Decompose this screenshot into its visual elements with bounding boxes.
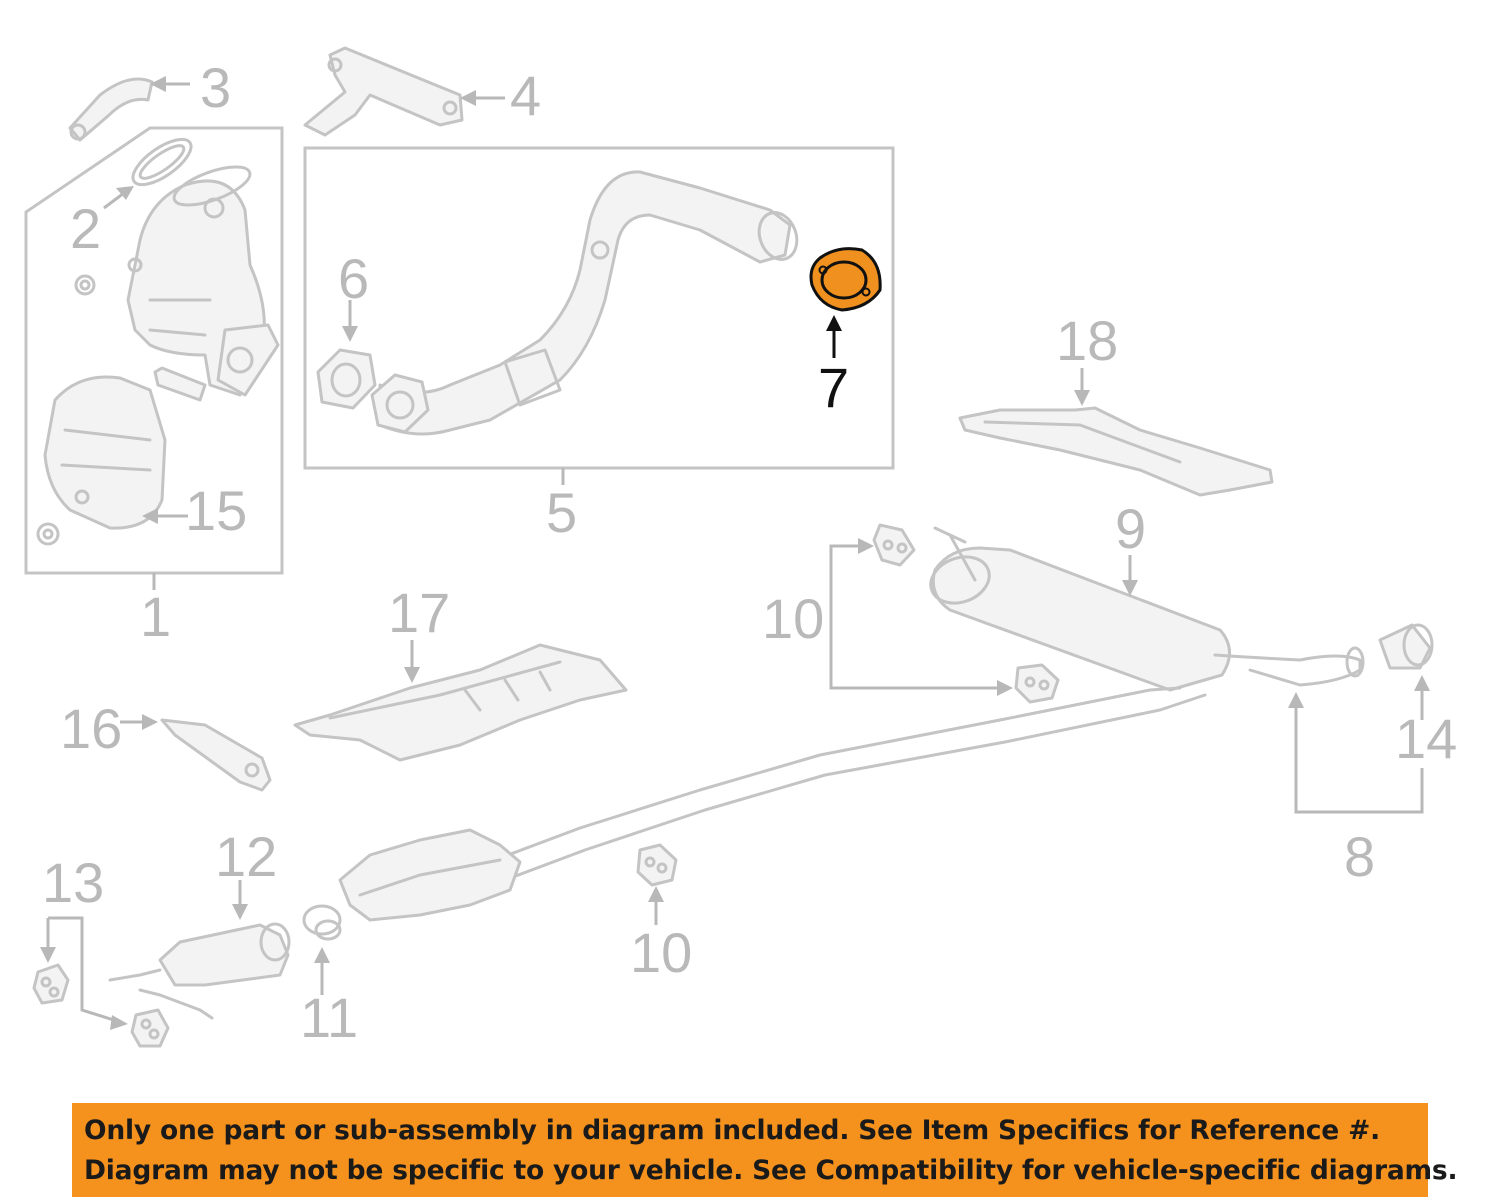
part-4-bracket bbox=[303, 46, 464, 137]
part-3-clamp bbox=[68, 77, 154, 142]
part-16-bracket bbox=[160, 718, 272, 792]
callout-14: 14 bbox=[1395, 707, 1457, 770]
notice-line-1: Only one part or sub-assembly in diagram… bbox=[84, 1115, 1380, 1146]
callout-15: 15 bbox=[185, 479, 247, 542]
part-13-hanger-b bbox=[130, 1008, 170, 1048]
part-resonator-shield bbox=[338, 828, 522, 922]
part-5-front-pipe bbox=[370, 170, 799, 436]
part-7-gasket-highlighted[interactable] bbox=[809, 247, 882, 312]
part-13-hanger-a bbox=[32, 963, 70, 1005]
part-14-exhaust-tip bbox=[1378, 623, 1434, 670]
callout-16: 16 bbox=[60, 697, 122, 760]
callout-13: 13 bbox=[42, 851, 104, 914]
group-box-5 bbox=[303, 146, 895, 470]
part-15-heat-shield bbox=[36, 375, 167, 546]
part-10-hanger-lower bbox=[636, 843, 678, 887]
part-11-clamp bbox=[302, 904, 342, 941]
callout-12: 12 bbox=[215, 825, 277, 888]
callout-7[interactable]: 7 bbox=[818, 356, 849, 419]
part-8-intermediate-pipe bbox=[498, 686, 1207, 882]
callout-11: 11 bbox=[300, 986, 358, 1049]
callout-9: 9 bbox=[1115, 497, 1146, 560]
part-2-gasket bbox=[131, 137, 193, 187]
callout-17: 17 bbox=[388, 581, 450, 644]
part-9-muffler bbox=[929, 526, 1365, 692]
notice-banner: Only one part or sub-assembly in diagram… bbox=[72, 1103, 1458, 1197]
part-6-gasket bbox=[316, 348, 377, 410]
notice-line-2: Diagram may not be specific to your vehi… bbox=[84, 1155, 1458, 1186]
callout-18: 18 bbox=[1056, 309, 1118, 372]
callout-10-lower: 10 bbox=[630, 921, 692, 984]
callout-8: 8 bbox=[1344, 825, 1375, 888]
part-10-hanger-upper-b bbox=[1014, 663, 1060, 704]
callout-4: 4 bbox=[510, 64, 541, 127]
part-1-catalytic-manifold bbox=[74, 165, 280, 402]
part-10-hanger-upper-a bbox=[872, 523, 916, 567]
callout-5: 5 bbox=[546, 481, 577, 544]
callout-3: 3 bbox=[200, 56, 231, 119]
exhaust-system-diagram: 3 4 2 6 7 18 15 5 9 1 17 10 16 14 12 8 1… bbox=[24, 46, 1457, 1049]
callout-6: 6 bbox=[338, 247, 369, 310]
callout-1: 1 bbox=[140, 585, 171, 648]
part-17-heat-shield bbox=[293, 643, 628, 762]
callout-2: 2 bbox=[70, 197, 101, 260]
callout-10-upper: 10 bbox=[762, 587, 824, 650]
part-12-converter bbox=[108, 922, 291, 1020]
part-18-heat-shield bbox=[958, 406, 1274, 497]
